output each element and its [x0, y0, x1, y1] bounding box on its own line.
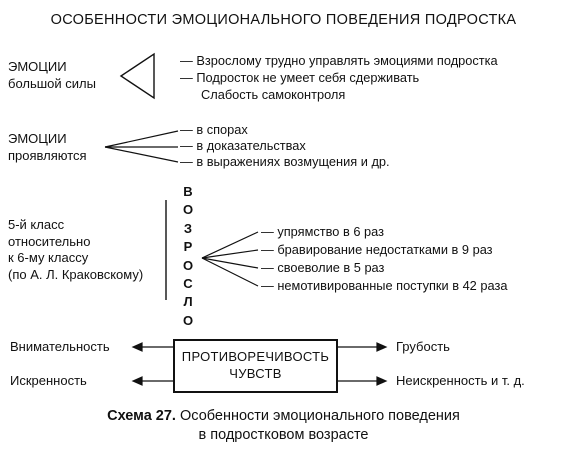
right-top-label: Грубость: [396, 339, 450, 354]
section1-item: — Взрослому трудно управлять эмоциями по…: [180, 53, 498, 68]
section1-item: Слабость самоконтроля: [201, 87, 346, 102]
contradiction-box: ПРОТИВОРЕЧИВОСТЬ ЧУВСТВ: [173, 339, 338, 393]
vertical-letter: В: [183, 184, 193, 199]
section2-item: — в доказательствах: [180, 138, 306, 153]
section3-item: — своеволие в 5 раз: [261, 260, 385, 275]
section3-fan-lines: [201, 231, 259, 287]
page-title: ОСОБЕННОСТИ ЭМОЦИОНАЛЬНОГО ПОВЕДЕНИЯ ПОД…: [50, 12, 517, 28]
section2-fan-lines: [104, 130, 179, 163]
triangle-shape: [119, 52, 155, 100]
section2-item: — в выражениях возмущения и др.: [180, 154, 390, 169]
section1-item: — Подросток не умеет себя сдерживать: [180, 70, 420, 85]
arrows: [131, 342, 388, 386]
vertical-letter: О: [182, 202, 194, 218]
vertical-letter: Р: [183, 239, 193, 255]
right-bottom-label: Неискренность и т. д.: [396, 373, 525, 388]
caption-text: Особенности эмоционального поведения: [175, 408, 460, 424]
section3-label: 5-й класс относительно к 6-му классу (по…: [8, 217, 143, 283]
box-line2: ЧУВСТВ: [229, 366, 282, 381]
section1-label-line1: ЭМОЦИИ: [8, 59, 67, 74]
vertical-letter: О: [182, 257, 194, 273]
section3-label-line: (по А. Л. Краковскому): [8, 266, 144, 282]
section3-item: — немотивированные поступки в 42 раза: [261, 278, 508, 293]
vertical-letter: О: [182, 312, 194, 328]
section3-item: — бравирование недостатками в 9 раз: [261, 242, 493, 257]
section3-label-line: 5-й класс: [8, 217, 65, 232]
caption-line2: в подростковом возрасте: [198, 427, 369, 443]
section2-label-line1: ЭМОЦИИ: [8, 131, 67, 146]
section2-label-line2: проявляются: [8, 147, 87, 163]
left-bottom-label: Искренность: [10, 373, 87, 388]
vertical-word-vozrastaet: В О З Р О С Л О: [176, 183, 200, 330]
vertical-letter: С: [183, 276, 193, 292]
vertical-letter: З: [183, 220, 193, 236]
section3-label-line: относительно: [8, 233, 91, 249]
section3-label-line: к 6-му классу: [8, 250, 89, 265]
section3-item: — упрямство в 6 раз: [261, 224, 384, 239]
caption-bold: Схема 27.: [107, 408, 176, 424]
box-line1: ПРОТИВОРЕЧИВОСТЬ: [181, 349, 330, 364]
caption-line1: Схема 27. Особенности эмоционального пов…: [0, 407, 567, 425]
section1-label-line2: большой силы: [8, 75, 96, 91]
section1-label: ЭМОЦИИ большой силы: [8, 59, 96, 92]
vertical-letter: Л: [183, 294, 193, 310]
section2-label: ЭМОЦИИ проявляются: [8, 131, 87, 164]
left-top-label: Внимательность: [10, 339, 110, 354]
section2-item: — в спорах: [180, 122, 248, 137]
